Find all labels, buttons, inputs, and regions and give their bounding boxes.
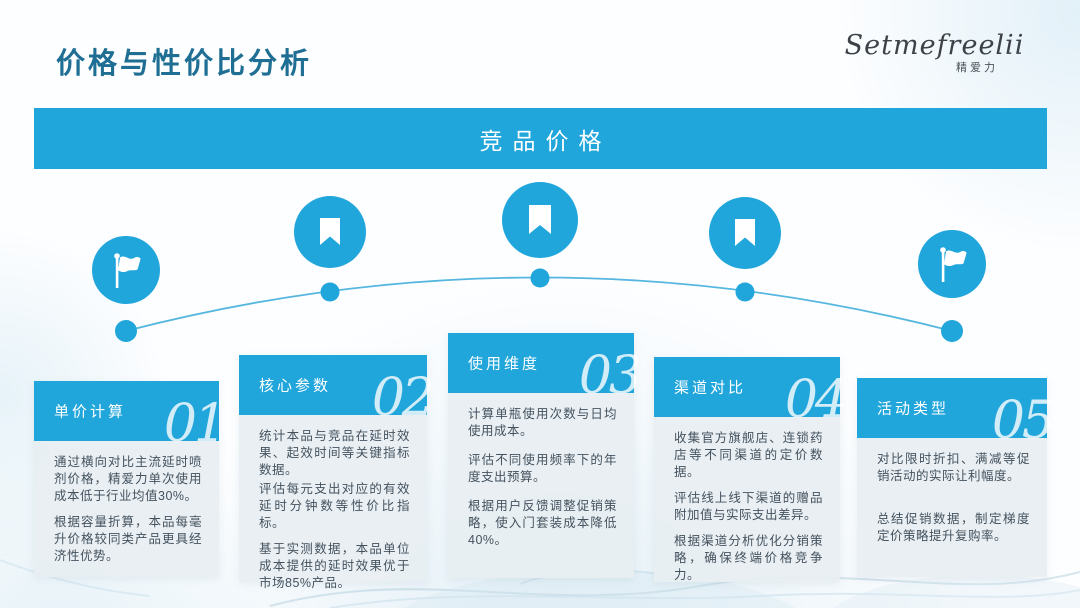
step-card-paragraph: 根据用户反馈调整促销策略，使入门套装成本降低40%。 [468, 499, 617, 547]
step-card-1: 单价计算 01 通过横向对比主流延时喷剂价格，精爱力单次使用成本低于行业均值30… [34, 381, 227, 577]
brand-logo: Setmefreelii 精爱力 [827, 28, 1042, 75]
step-card-paragraph: 计算单瓶使用次数与日均使用成本。 [468, 407, 617, 438]
timeline-node-dot [530, 268, 550, 288]
step-card-number: 02 [371, 368, 435, 428]
timeline-marker-3 [502, 182, 578, 258]
bookmark-icon [735, 219, 755, 246]
timeline-marker-1 [92, 236, 160, 304]
timeline-node-dot [115, 320, 137, 342]
timeline-node-dot [735, 282, 755, 302]
section-banner: 竞品价格 [34, 108, 1047, 169]
step-card-header: 单价计算 01 [34, 381, 227, 450]
step-card-paragraph: 评估不同使用频率下的年度支出预算。 [468, 453, 617, 484]
step-card-5: 活动类型 05 对比限时折扣、满减等促销活动的实际让利幅度。 总结促销数据，制定… [857, 378, 1055, 577]
step-card-title: 使用维度 [468, 355, 541, 373]
step-card-paragraph: 统计本品与竞品在延时效果、起效时间等关键指标数据。 [259, 429, 410, 477]
step-card-number: 01 [163, 394, 227, 454]
step-card-paragraph: 根据渠道分析优化分销策略，确保终端价格竞争力。 [674, 534, 823, 582]
step-card-4: 渠道对比 04 收集官方旗舰店、连锁药店等不同渠道的定价数据。 评估线上线下渠道… [654, 357, 848, 582]
step-card-body: 统计本品与竞品在延时效果、起效时间等关键指标数据。 评估每元支出对应的有效延时分… [239, 415, 427, 590]
step-card-title: 渠道对比 [674, 379, 747, 397]
step-card-paragraph: 收集官方旗舰店、连锁药店等不同渠道的定价数据。 [674, 431, 823, 479]
step-card-paragraph: 通过横向对比主流延时喷剂价格，精爱力单次使用成本低于行业均值30%。 [54, 455, 202, 503]
brand-logo-subtitle: 精爱力 [956, 62, 998, 75]
timeline-marker-4 [709, 197, 781, 269]
step-card-body: 通过横向对比主流延时喷剂价格，精爱力单次使用成本低于行业均值30%。 根据容量折… [34, 441, 219, 577]
flag-icon [114, 253, 141, 288]
bookmark-icon [529, 205, 551, 234]
step-card-number: 04 [784, 370, 848, 430]
step-card-number: 03 [578, 346, 642, 406]
timeline-node-dot [320, 282, 340, 302]
step-card-header: 核心参数 02 [239, 355, 435, 424]
step-card-title: 核心参数 [259, 377, 332, 395]
step-card-header: 渠道对比 04 [654, 357, 848, 426]
bookmark-icon [320, 218, 340, 245]
step-card-paragraph: 总结促销数据，制定梯度定价策略提升复购率。 [877, 512, 1030, 543]
step-card-paragraph: 基于实测数据，本品单位成本提供的延时效果优于市场85%产品。 [259, 542, 410, 590]
step-card-3: 使用维度 03 计算单瓶使用次数与日均使用成本。 评估不同使用频率下的年度支出预… [448, 333, 642, 578]
step-card-2: 核心参数 02 统计本品与竞品在延时效果、起效时间等关键指标数据。 评估每元支出… [239, 355, 435, 590]
step-card-header: 活动类型 05 [857, 378, 1055, 447]
brand-logo-script: Setmefreelii [844, 30, 1025, 61]
step-card-paragraph: 对比限时折扣、满减等促销活动的实际让利幅度。 [877, 452, 1030, 483]
page-title: 价格与性价比分析 [56, 48, 313, 80]
step-card-paragraph: 评估每元支出对应的有效延时分钟数等性价比指标。 [259, 482, 410, 530]
step-card-header: 使用维度 03 [448, 333, 642, 402]
step-card-body: 收集官方旗舰店、连锁药店等不同渠道的定价数据。 评估线上线下渠道的赠品附加值与实… [654, 417, 840, 582]
step-card-number: 05 [991, 391, 1055, 451]
step-card-paragraph: 评估线上线下渠道的赠品附加值与实际支出差异。 [674, 491, 823, 522]
timeline-marker-2 [294, 196, 366, 268]
timeline-marker-5 [918, 230, 986, 298]
step-card-title: 单价计算 [54, 403, 127, 421]
timeline-node-dot [941, 320, 963, 342]
step-card-body: 对比限时折扣、满减等促销活动的实际让利幅度。 总结促销数据，制定梯度定价策略提升… [857, 438, 1047, 577]
flag-icon [940, 247, 967, 282]
section-banner-label: 竞品价格 [479, 127, 612, 154]
step-card-title: 活动类型 [877, 400, 950, 418]
step-card-body: 计算单瓶使用次数与日均使用成本。 评估不同使用频率下的年度支出预算。 根据用户反… [448, 393, 634, 578]
step-card-paragraph: 根据容量折算，本品每毫升价格较同类产品更具经济性优势。 [54, 515, 202, 563]
